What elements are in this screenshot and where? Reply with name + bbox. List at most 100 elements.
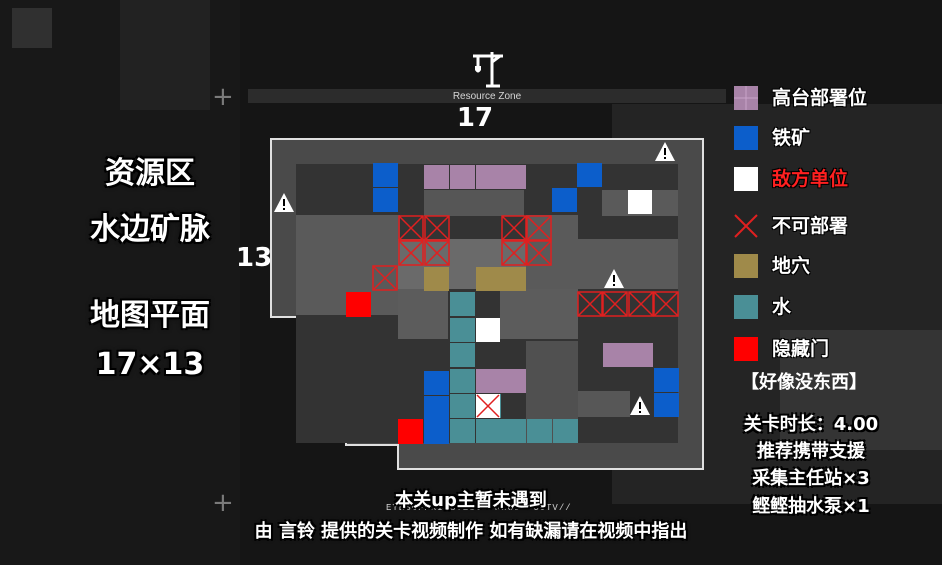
hidden-door-swatch-icon xyxy=(734,337,758,361)
enemy-start-tile xyxy=(476,318,500,342)
watermark: EYESOFPRIESTESS -RIOS- CCTV// xyxy=(386,503,572,513)
no-deploy-cross-icon xyxy=(734,214,758,238)
high-ground-tile xyxy=(450,165,475,189)
plus-mark-icon: + xyxy=(212,82,234,112)
high-ground-tile xyxy=(501,369,526,393)
warning-icon xyxy=(604,269,624,288)
no-deploy-cross xyxy=(424,240,450,266)
hidden-door-tile xyxy=(346,292,371,317)
legend-note: 【好像没东西】 xyxy=(741,372,867,393)
water-tile xyxy=(450,369,475,393)
no-deploy-tile xyxy=(398,215,424,241)
no-deploy-cross xyxy=(526,240,552,266)
iron-ore-tile xyxy=(552,188,577,212)
map-cell xyxy=(500,289,578,339)
no-deploy-cross xyxy=(577,291,603,317)
warning-icon xyxy=(630,396,650,415)
map-height-label: 13 xyxy=(236,243,273,273)
no-deploy-tile xyxy=(602,291,628,317)
high-ground-tile xyxy=(424,165,449,189)
background-panel xyxy=(12,8,52,48)
high-ground-tile xyxy=(476,369,501,393)
water-tile xyxy=(450,292,475,316)
no-deploy-group xyxy=(372,215,679,317)
iron-ore-tile xyxy=(654,393,679,417)
water-tile xyxy=(450,343,475,367)
pit-swatch-icon xyxy=(734,254,758,278)
pit-tile xyxy=(501,267,526,291)
map-cell xyxy=(578,391,630,417)
no-deploy-tile xyxy=(501,240,527,266)
no-deploy-cross xyxy=(653,291,679,317)
iron-ore-tile xyxy=(654,368,679,392)
subtitle-line-1: 本关up主暂未遇到 xyxy=(395,490,547,511)
station-count: 采集主任站×3 xyxy=(752,468,870,489)
no-deploy-tile xyxy=(372,265,398,291)
iron-ore-swatch-icon xyxy=(734,126,758,150)
legend-label: 高台部署位 xyxy=(772,87,868,109)
high-ground-tile xyxy=(603,343,628,367)
resource-zone-bar xyxy=(248,89,726,103)
no-deploy-cross xyxy=(372,265,398,291)
no-deploy-cross xyxy=(501,240,527,266)
no-deploy-cross xyxy=(424,215,450,241)
legend-label: 不可部署 xyxy=(772,215,849,237)
hidden-door-tile xyxy=(398,419,423,444)
enemy-start-tile xyxy=(628,190,652,214)
no-deploy-cross xyxy=(602,291,628,317)
subtitle-line-2: 由 言铃 提供的关卡视频制作 如有缺漏请在视频中指出 xyxy=(254,521,688,542)
no-deploy-cross xyxy=(501,215,527,241)
no-deploy-cross xyxy=(476,394,500,418)
no-deploy-tile xyxy=(526,240,552,266)
legend-label: 铁矿 xyxy=(772,127,811,149)
no-deploy-tile xyxy=(424,215,450,241)
pit-tile xyxy=(424,267,449,291)
high-ground-tile xyxy=(476,165,501,189)
warning-icon xyxy=(655,142,675,161)
no-deploy-tile xyxy=(628,291,654,317)
warning-icon xyxy=(274,193,294,212)
stage-duration: 关卡时长：4.00 xyxy=(743,414,879,435)
water-tile xyxy=(450,419,475,443)
no-deploy-tile xyxy=(577,291,603,317)
map-cell xyxy=(398,289,448,339)
water-tile xyxy=(450,394,475,418)
water-swatch-icon xyxy=(734,295,758,319)
map-name: 水边矿脉 xyxy=(90,212,210,247)
map-cell xyxy=(424,190,524,216)
water-tile xyxy=(450,318,475,342)
legend-label: 隐藏门 xyxy=(772,338,830,360)
water-tile xyxy=(553,419,578,443)
water-tile xyxy=(527,419,552,443)
zone-label: Resource Zone xyxy=(452,91,522,102)
no-deploy-tile xyxy=(526,215,552,241)
no-deploy-tile xyxy=(398,240,424,266)
zone-title: 资源区 xyxy=(105,156,195,191)
iron-ore-tile xyxy=(373,163,398,187)
legend-label: 地穴 xyxy=(772,255,811,277)
iron-ore-tile xyxy=(373,188,398,212)
iron-ore-tile xyxy=(424,420,449,444)
map-cell xyxy=(526,215,578,289)
water-tile xyxy=(501,419,526,443)
pit-tile xyxy=(476,267,501,291)
no-deploy-tile xyxy=(424,240,450,266)
recommend-support: 推荐携带支援 xyxy=(757,441,865,462)
crane-icon xyxy=(473,52,503,88)
water-tile xyxy=(476,419,501,443)
background-panel xyxy=(780,330,942,450)
iron-ore-tile xyxy=(577,163,602,187)
iron-ore-tile xyxy=(424,371,449,395)
map-cell xyxy=(578,239,678,289)
map-width-label: 17 xyxy=(456,103,494,133)
plus-mark-icon: + xyxy=(212,488,234,518)
pump-count: 鲣鲣抽水泵×1 xyxy=(752,496,870,517)
no-deploy-cross xyxy=(628,291,654,317)
iron-ore-tile xyxy=(424,396,449,420)
high-ground-swatch-icon xyxy=(734,86,758,110)
no-deploy-cross xyxy=(526,215,552,241)
map-size-label: 17×13 xyxy=(95,347,205,382)
map-plan-label: 地图平面 xyxy=(90,298,210,333)
no-deploy-tile xyxy=(653,291,679,317)
